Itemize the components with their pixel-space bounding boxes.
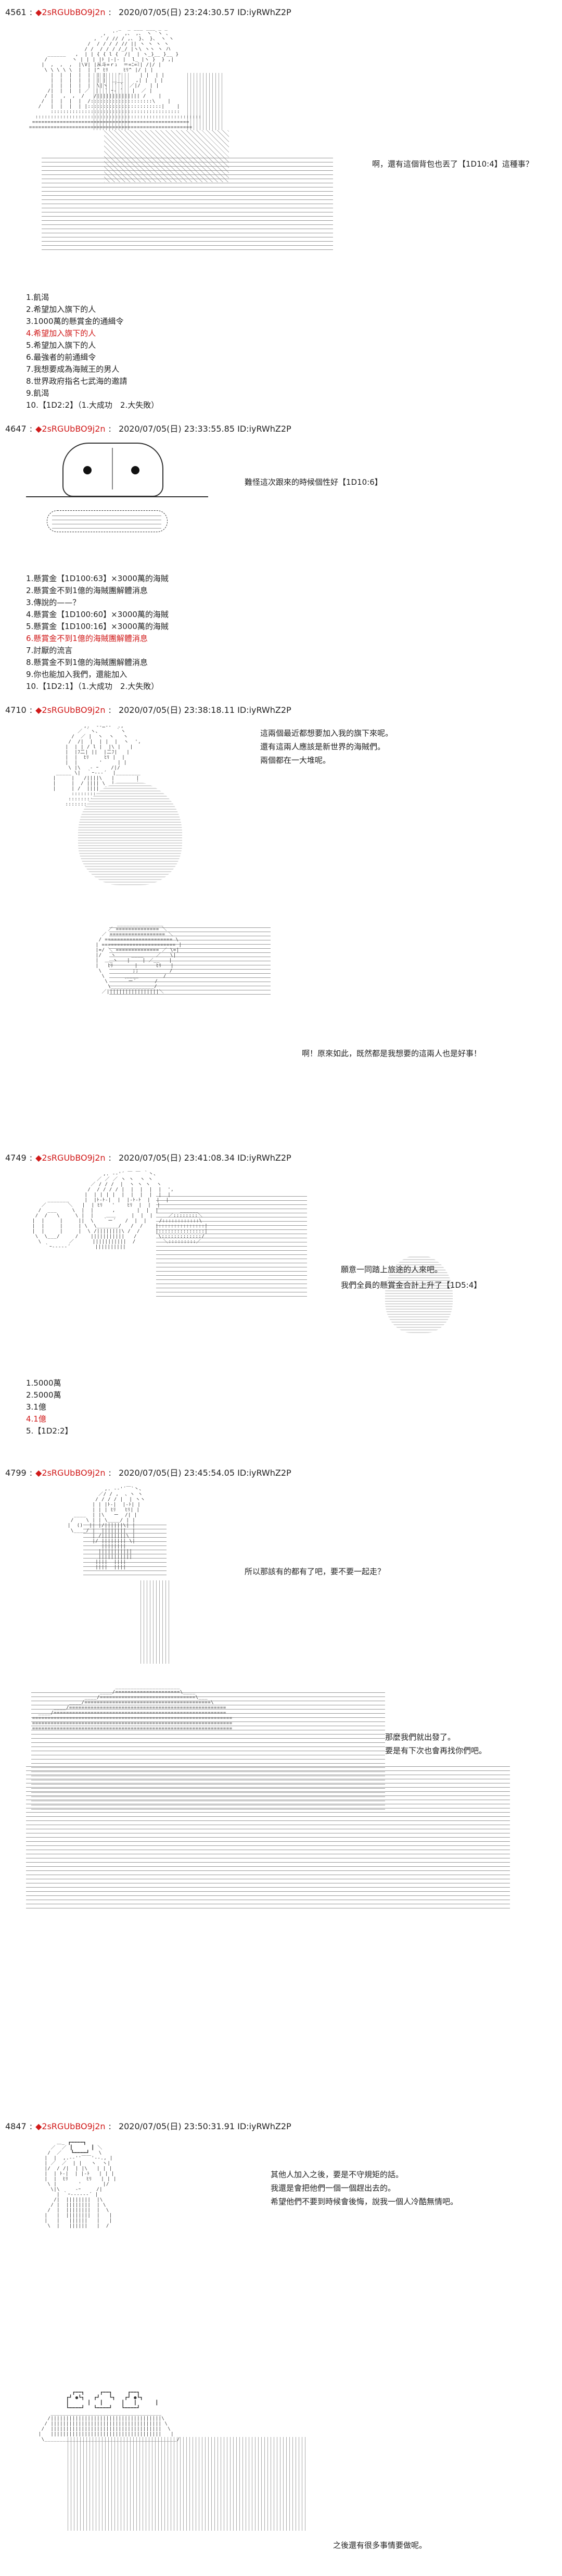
ascii-art-face [62,443,163,497]
dialogue-line: 那麼我們就出發了。 [385,1732,456,1742]
option-item-highlighted: 4.希望加入旗下的人 [26,329,96,338]
option-item: 3.1億 [26,1402,46,1412]
option-item-highlighted: 6.懸賞金不到1億的海賊團解體消息 [26,634,148,643]
post-4749: 4749:◆2sRGUbBO9j2n:2020/07/05(日) 23:41:0… [0,1146,562,1468]
post-number[interactable]: 4749 [5,1153,27,1163]
post-4710: 4710:◆2sRGUbBO9j2n:2020/07/05(日) 23:38:1… [0,698,562,1187]
post-number[interactable]: 4710 [5,705,27,715]
dialogue-line: 願意一同踏上旅途的人來吧。 [341,1265,443,1274]
option-item: 1.懸賞金【1D100:63】×3000萬的海賊 [26,574,169,583]
post-header: 4710:◆2sRGUbBO9j2n:2020/07/05(日) 23:38:1… [5,705,291,715]
post-number[interactable]: 4799 [5,1468,27,1478]
poster-name: ◆2sRGUbBO9j2n [35,2121,106,2131]
option-item-highlighted: 4.1億 [26,1414,46,1424]
option-item: 2.5000萬 [26,1390,61,1400]
option-item: 2.懸賞金不到1億的海賊團解體消息 [26,586,148,595]
dialogue-line: 這兩個最近都想要加入我的旗下來呢。 [260,728,393,738]
post-4799: 4799:◆2sRGUbBO9j2n:2020/07/05(日) 23:45:5… [0,1461,562,2000]
post-timestamp: 2020/07/05(日) 23:38:18.11 ID:iyRWhZ2P [118,705,291,715]
poster-name: ◆2sRGUbBO9j2n [35,1468,106,1478]
option-item: 5.希望加入旗下的人 [26,341,96,350]
post-timestamp: 2020/07/05(日) 23:45:54.05 ID:iyRWhZ2P [118,1468,291,1478]
option-item: 4.懸賞金【1D100:60】×3000萬的海賊 [26,610,169,619]
option-item: 10.【1D2:2】（1.大成功 2.大失敗） [26,400,159,410]
post-header: 4647:◆2sRGUbBO9j2n:2020/07/05(日) 23:33:5… [5,424,291,434]
option-item: 1.飢渴 [26,293,49,302]
option-item: 6.最強者的前通緝令 [26,353,96,362]
option-item: 7.我想要成為海賊王的男人 [26,365,120,374]
dialogue-line: 啊！原來如此，既然都是我想要的這兩人也是好事！ [302,1049,482,1058]
option-item: 8.世界政府指名七武海的邀請 [26,376,127,386]
post-number[interactable]: 4847 [5,2121,27,2131]
post-timestamp: 2020/07/05(日) 23:24:30.57 ID:iyRWhZ2P [118,7,291,17]
option-item: 10.【1D2:1】（1.大成功 2.大失敗） [26,682,159,691]
post-4847: 4847:◆2sRGUbBO9j2n:2020/07/05(日) 23:50:3… [0,2114,562,2576]
post-number[interactable]: 4647 [5,424,27,434]
post-4561: 4561:◆2sRGUbBO9j2n:2020/07/05(日) 23:24:3… [0,0,562,411]
option-item: 9.飢渴 [26,388,49,398]
dialogue-line: 希望他們不要到時候會後悔，說我一個人冷酷無情吧。 [271,2197,458,2206]
option-item: 1.5000萬 [26,1378,61,1388]
post-number[interactable]: 4561 [5,7,27,17]
option-item: 3.傳說的——？ [26,598,81,607]
option-item: 7.討厭的流言 [26,646,73,655]
option-list: 1.飢渴 2.希望加入旗下的人 3.1000萬的懸賞金的通緝令 4.希望加入旗下… [26,292,159,411]
option-list: 1.懸賞金【1D100:63】×3000萬的海賊 2.懸賞金不到1億的海賊團解體… [26,573,169,693]
dialogue-line: 所以那該有的都有了吧，要不要一起走？ [245,1567,386,1576]
dialogue-line: 我們全員的懸賞金合計上升了【1D5:4】 [341,1280,482,1290]
post-4647: 4647:◆2sRGUbBO9j2n:2020/07/05(日) 23:33:5… [0,417,562,700]
dialogue-line: 要是有下次也會再找你們吧。 [385,1746,487,1755]
option-item: 3.1000萬的懸賞金的通緝令 [26,317,124,326]
option-item: 2.希望加入旗下的人 [26,305,96,314]
dialogue-line: 其他人加入之後，要是不守規矩的話。 [271,2170,404,2179]
post-header: 4799:◆2sRGUbBO9j2n:2020/07/05(日) 23:45:5… [5,1468,291,1478]
post-header: 4749:◆2sRGUbBO9j2n:2020/07/05(日) 23:41:0… [5,1153,291,1163]
option-list: 1.5000萬 2.5000萬 3.1億 4.1億 5.【1D2:2】 [26,1377,73,1437]
ascii-art-character: ＿_ ┏━━━━┓ ／ ／ ┃ ┃ ＼ / ／ ┗━━━━┛ \ | | ,.-… [44,2140,117,2229]
dialogue-line: 難怪這次跟來的時候個性好【1D10:6】 [245,477,382,487]
dialogue-line: 我還是會把他們一個一個趕出去的。 [271,2183,396,2193]
poster-name: ◆2sRGUbBO9j2n [35,705,106,715]
dialogue-line: 還有這兩人應該是新世界的海賊們。 [260,742,386,751]
post-timestamp: 2020/07/05(日) 23:41:08.34 ID:iyRWhZ2P [118,1153,291,1163]
post-header: 4847:◆2sRGUbBO9j2n:2020/07/05(日) 23:50:3… [5,2121,291,2131]
dialogue-line: 之後還有很多事情要做呢。 [333,2541,427,2550]
poster-name: ◆2sRGUbBO9j2n [35,7,106,17]
post-timestamp: 2020/07/05(日) 23:50:31.91 ID:iyRWhZ2P [118,2121,291,2131]
dialogue-line: 兩個都在一大堆呢。 [260,756,331,765]
post-timestamp: 2020/07/05(日) 23:33:55.85 ID:iyRWhZ2P [118,424,291,434]
option-item: 9.你也能加入我們，還能加入 [26,670,127,679]
poster-name: ◆2sRGUbBO9j2n [35,424,106,434]
post-header: 4561:◆2sRGUbBO9j2n:2020/07/05(日) 23:24:3… [5,7,291,17]
option-item: 5.懸賞金【1D100:16】×3000萬的海賊 [26,622,169,631]
option-item: 8.懸賞金不到1億的海賊團解體消息 [26,658,148,667]
poster-name: ◆2sRGUbBO9j2n [35,1153,106,1163]
dialogue-line: 啊，還有這個背包也丟了【1D10:4】這種事？ [372,159,533,169]
option-item: 5.【1D2:2】 [26,1426,73,1436]
